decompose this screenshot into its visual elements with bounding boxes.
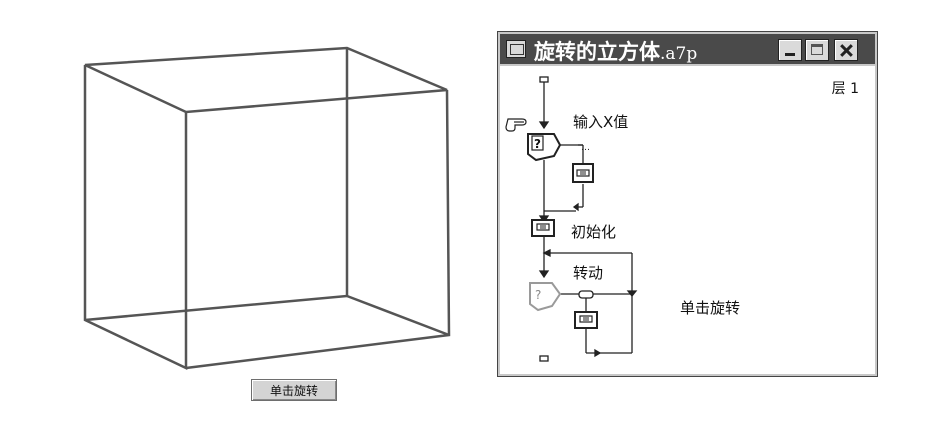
svg-text:?: ? xyxy=(535,288,541,302)
svg-text:?: ? xyxy=(534,137,541,151)
window-title: 旋转的立方体.a7p xyxy=(534,36,697,66)
flowline-canvas[interactable]: 层 1 xyxy=(500,66,875,374)
cube-top-face xyxy=(84,46,448,114)
cube-back-edges xyxy=(84,48,349,322)
maximize-icon[interactable] xyxy=(805,39,829,61)
minimize-icon[interactable] xyxy=(778,39,802,61)
svg-text:…: … xyxy=(581,143,590,153)
label-rotate[interactable]: 转动 xyxy=(573,264,604,282)
flow-arrow xyxy=(538,121,550,130)
close-icon[interactable] xyxy=(834,39,858,61)
window-title-ext: .a7p xyxy=(660,44,698,64)
title-bar[interactable]: 旋转的立方体.a7p xyxy=(500,34,875,64)
layer-label: 层 1 xyxy=(831,81,859,97)
flowline-window: 旋转的立方体.a7p 层 1 xyxy=(497,31,878,377)
flow-start-marker xyxy=(539,76,549,83)
label-init[interactable]: 初始化 xyxy=(571,223,617,241)
flowline-diagram: ? ? xyxy=(505,76,638,362)
calc-icon-branch xyxy=(572,163,594,183)
cube-bottom-back-edge xyxy=(346,294,450,337)
flow-end-marker xyxy=(539,355,549,362)
label-click-rotate[interactable]: 单击旋转 xyxy=(680,299,741,317)
click-rotate-button[interactable]: 单击旋转 xyxy=(251,379,337,401)
interaction-icon-2: ? xyxy=(529,282,562,312)
window-title-name: 旋转的立方体 xyxy=(534,39,660,64)
hand-pointer-icon xyxy=(505,118,527,132)
interaction-icon-1: ? xyxy=(527,133,562,162)
cube-right-edges xyxy=(185,89,451,370)
button-response-marker xyxy=(578,290,594,299)
calc-icon-rotate xyxy=(574,311,598,329)
window-icon xyxy=(506,40,526,58)
cube-front-left-edges xyxy=(83,65,188,370)
cube-wireframe xyxy=(83,46,451,370)
label-input-x[interactable]: 输入X值 xyxy=(573,113,629,131)
calc-icon-init xyxy=(531,219,555,237)
